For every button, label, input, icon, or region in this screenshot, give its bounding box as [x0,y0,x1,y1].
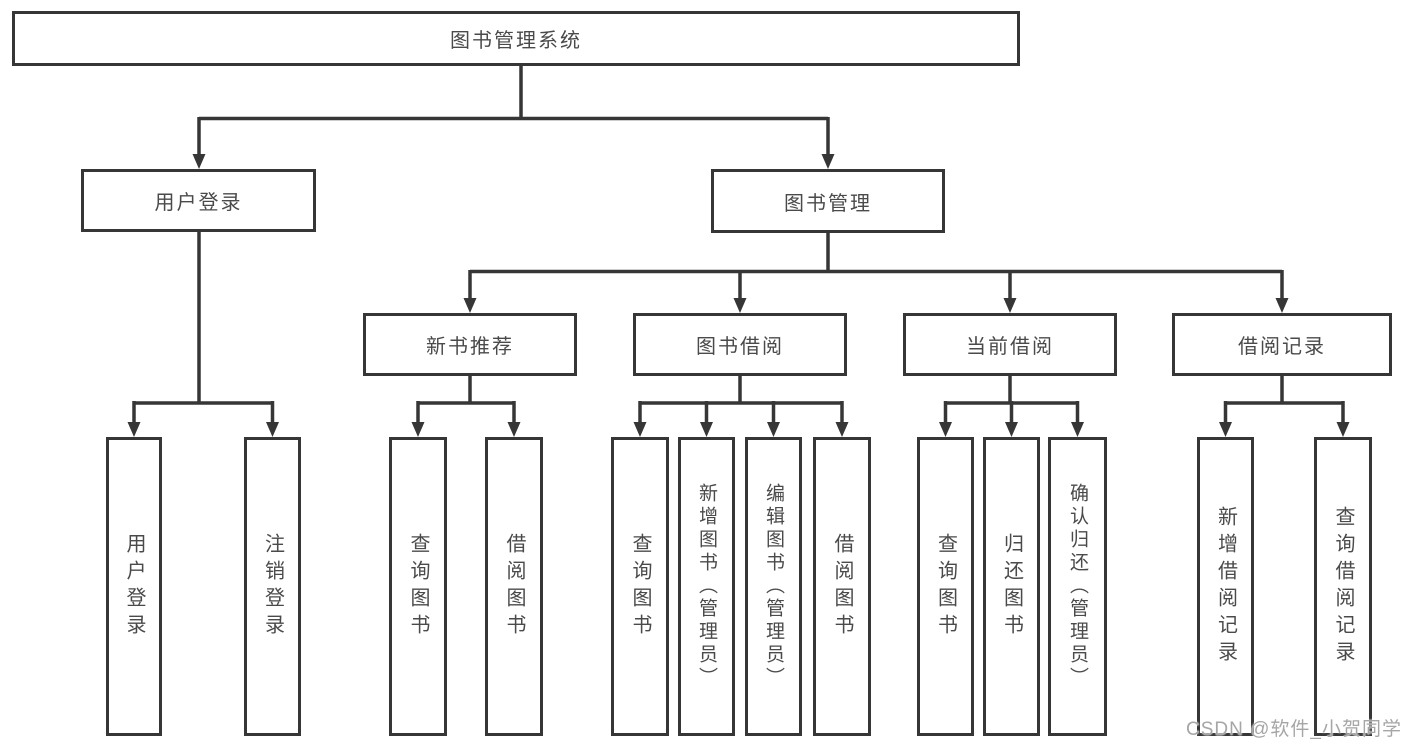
node-book-borrow-label: 图书借阅 [696,336,784,358]
leaf-logout-label: 注销登录 [261,532,284,641]
node-root-label: 图书管理系统 [450,30,582,52]
leaf-add-borrow-record-label: 新增借阅记录 [1214,505,1237,668]
leaf-query-borrow-record: 查询借阅记录 [1314,437,1372,736]
leaf-return-books-label: 归还图书 [1000,532,1023,641]
node-new-book-recommend-label: 新书推荐 [426,336,514,358]
leaf-logout: 注销登录 [244,437,301,736]
leaf-borrow-query-books-label: 查询图书 [629,532,651,641]
leaf-confirm-return-admin: 确认归还（管理员） [1048,437,1107,736]
arrowhead-icons [127,154,1350,437]
node-book-management: 图书管理 [711,169,945,233]
leaf-add-borrow-record: 新增借阅记录 [1197,437,1254,736]
csdn-watermark: CSDN @软件_小贺同学 [1186,719,1402,740]
leaf-recommend-query-books-label: 查询图书 [407,532,429,641]
leaf-borrow-query-books: 查询图书 [611,437,669,736]
node-user-login: 用户登录 [81,169,316,232]
leaf-recommend-borrow-books-label: 借阅图书 [503,532,525,641]
node-book-borrow: 图书借阅 [633,313,847,376]
node-root: 图书管理系统 [12,11,1020,66]
leaf-confirm-return-admin-label: 确认归还（管理员） [1067,483,1088,690]
leaf-edit-books-admin: 编辑图书（管理员） [745,437,802,736]
node-book-management-label: 图书管理 [784,192,872,215]
leaf-borrow-books-label: 借阅图书 [831,532,853,641]
node-borrow-records: 借阅记录 [1172,313,1392,376]
leaf-return-books: 归还图书 [983,437,1040,736]
leaf-add-books-admin-label: 新增图书（管理员） [696,483,717,690]
leaf-query-borrow-record-label: 查询借阅记录 [1332,505,1354,668]
leaf-recommend-borrow-books: 借阅图书 [485,437,543,736]
leaf-user-login: 用户登录 [106,437,162,736]
node-borrow-records-label: 借阅记录 [1238,336,1326,358]
node-current-borrow: 当前借阅 [903,313,1117,376]
node-current-borrow-label: 当前借阅 [966,336,1054,358]
leaf-edit-books-admin-label: 编辑图书（管理员） [763,483,784,690]
node-user-login-label: 用户登录 [154,192,243,214]
node-new-book-recommend: 新书推荐 [363,313,577,376]
leaf-borrow-books: 借阅图书 [813,437,871,736]
leaf-current-query-books-label: 查询图书 [934,532,957,641]
leaf-add-books-admin: 新增图书（管理员） [678,437,735,736]
leaf-recommend-query-books: 查询图书 [389,437,447,736]
leaf-current-query-books: 查询图书 [917,437,974,736]
leaf-user-login-label: 用户登录 [123,532,145,641]
